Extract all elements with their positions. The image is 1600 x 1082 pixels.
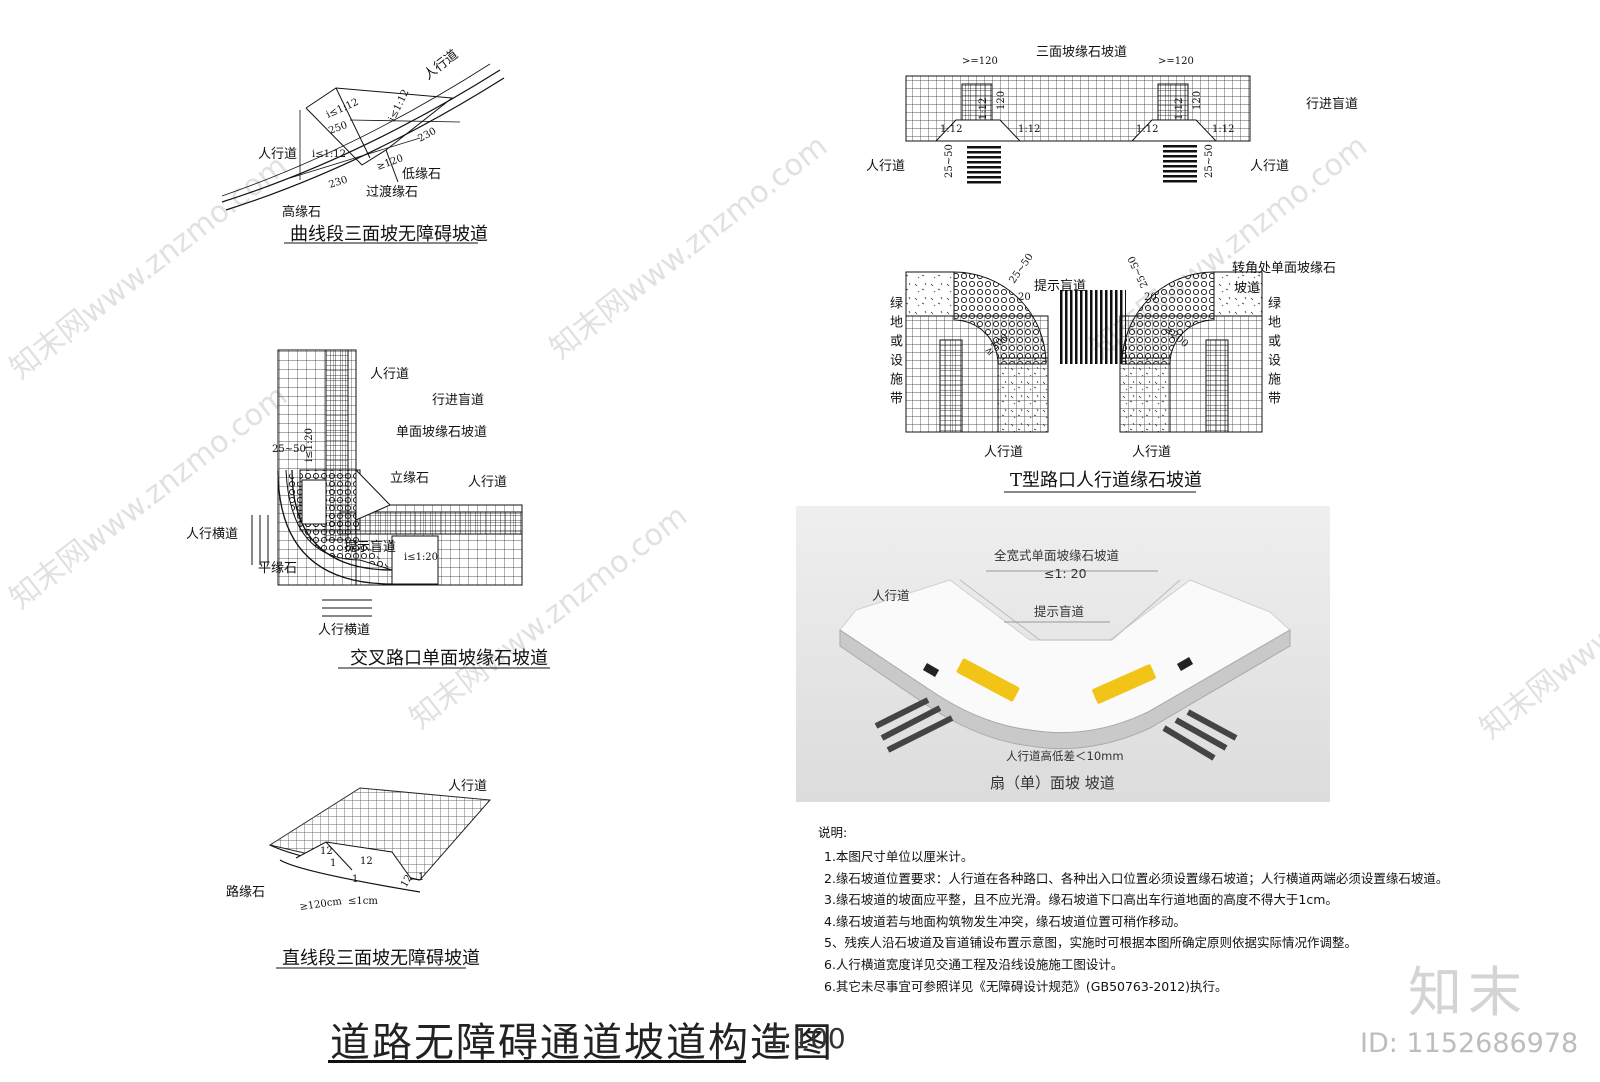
render-sidewalk: 人行道 xyxy=(872,588,910,603)
render-3d: 全宽式单面坡缘石坡道 ≤1: 20 人行道 提示盲道 人行道高低差＜10mm 扇… xyxy=(796,506,1330,802)
dim-v2550a: 25~50 xyxy=(944,144,955,178)
brand-id: ID: 1152686978 xyxy=(1360,1028,1579,1059)
note-item: 6.其它未尽事宜可参照详见《无障碍设计规范》(GB50763-2012)执行。 xyxy=(824,978,1228,994)
label-vertical-curb: 立缘石 xyxy=(390,471,429,486)
label-green-right-box: 绿地或设施带 xyxy=(1265,296,1280,410)
label-sidewalk-left: 人行道 xyxy=(984,445,1023,460)
dim-slope2: i≤1:12 xyxy=(387,88,412,123)
note-item: 3.缘石坡道的坡面应平整，且不应光滑。缘石坡道下口高出车行道地面的高度不得大于1… xyxy=(824,892,1338,908)
dim-25-50: 25~50 xyxy=(272,444,306,455)
notes-list: 1.本图尺寸单位以厘米计。 2.缘石坡道位置要求：人行道在各种路口、各种出入口位… xyxy=(824,846,1448,997)
dim-s5: 1:12 xyxy=(978,98,989,120)
caption-straight: 直线段三面坡无障碍坡道 xyxy=(282,948,480,969)
dim-s6: 1:12 xyxy=(1174,98,1185,120)
label-sidewalk-left: 人行道 xyxy=(866,159,905,174)
dim-12a: 12 xyxy=(320,846,333,857)
dim-1a: 1 xyxy=(330,858,336,869)
label-guide-path: 行进盲道 xyxy=(1306,96,1358,112)
notes-title: 说明: xyxy=(818,825,848,840)
dim-2550a: 25~50 xyxy=(1007,252,1035,286)
label-sidewalk-left: 人行道 xyxy=(258,147,297,162)
dim-v120b: 120 xyxy=(1192,91,1203,110)
label-crosswalk-left: 人行横道 xyxy=(186,527,238,542)
watermark: 知末网www.znzmo.com xyxy=(3,378,294,616)
label-corner-single: 转角处单面坡缘石 xyxy=(1232,261,1336,276)
label-warning-path: 提示盲道 xyxy=(1034,278,1086,294)
label-curb: 路缘石 xyxy=(226,884,265,900)
render-height-diff: 人行道高低差＜10mm xyxy=(1006,749,1124,763)
watermark: 知末网www.znzmo.com xyxy=(543,128,834,366)
dim-slope3: i≤1:12 xyxy=(312,149,346,160)
dim-s3: 1:12 xyxy=(1136,124,1158,135)
dim-slope-a: i≤1:20 xyxy=(304,428,315,462)
note-item: 4.缘石坡道若与地面构筑物发生冲突，缘石坡道位置可稍作移动。 xyxy=(824,913,1186,929)
page-title: 道路无障碍通道坡道构造图 xyxy=(330,1020,834,1066)
label-crosswalk-bottom: 人行横道 xyxy=(318,623,370,638)
label-three-slope-title: 三面坡缘石坡道 xyxy=(1036,45,1127,60)
note-item: 2.缘石坡道位置要求：人行道在各种路口、各种出入口位置必须设置缘石坡道；人行横道… xyxy=(824,870,1449,886)
dim-s2: 1:12 xyxy=(1018,124,1040,135)
diagram-straight: 人行道 路缘石 12 1 12 1 12 1 ≥120cm ≤1cm 直线段三面… xyxy=(226,779,492,969)
note-item: 6.人行横道宽度详见交通工程及沿线设施施工图设计。 xyxy=(824,956,1124,972)
label-transition-curb: 过渡缘石 xyxy=(366,184,418,200)
render-caption: 扇（单）面坡 坡道 xyxy=(990,774,1115,792)
label-sidewalk-right: 人行道 xyxy=(1250,159,1289,174)
label-flat-curb: 平缘石 xyxy=(258,561,297,576)
dim-s1: 1:12 xyxy=(940,124,962,135)
label-green-right: 绿地或设施带 xyxy=(1265,296,1280,410)
dim-slope-b: i≤1:20 xyxy=(404,552,438,563)
label-sidewalk-top: 人行道 xyxy=(421,47,461,83)
title-underline xyxy=(328,1060,746,1063)
watermark: 知末网www.znzmo.com xyxy=(1473,508,1600,746)
label-guide-path: 行进盲道 xyxy=(432,392,484,408)
dim-v120a: 120 xyxy=(996,91,1007,110)
render-warning: 提示盲道 xyxy=(1034,604,1085,619)
label-sidewalk-right: 人行道 xyxy=(1132,445,1171,460)
caption-cross: 交叉路口单面坡缘石坡道 xyxy=(350,648,548,669)
diagram-three-slope: 三面坡缘石坡道 行进盲道 人行道 人行道 >=120 >=120 25~50 2… xyxy=(866,45,1358,185)
dim-230b: 230 xyxy=(328,174,350,190)
dim-w120a: >=120 xyxy=(962,56,998,67)
dim-120: ≥120 xyxy=(375,153,405,173)
dim-s4: 1:12 xyxy=(1212,124,1234,135)
label-green-left: 绿地或设施带 xyxy=(887,296,902,410)
label-green-left-box: 绿地或设施带 xyxy=(887,296,902,410)
dim-230a: 230 xyxy=(416,126,438,145)
label-single-slope: 单面坡缘石坡道 xyxy=(396,425,487,440)
label-ramp: 坡道 xyxy=(1234,281,1260,296)
label-sidewalk: 人行道 xyxy=(448,779,487,794)
render-slope: ≤1: 20 xyxy=(1044,566,1087,581)
dim-1b: 1 xyxy=(352,874,358,885)
caption-t-junction: T型路口人行道缘石坡道 xyxy=(1010,470,1202,491)
label-low-curb: 低缘石 xyxy=(402,167,441,182)
render-title: 全宽式单面坡缘石坡道 xyxy=(994,548,1120,563)
brand-logo: 知末 xyxy=(1408,961,1528,1024)
label-sidewalk1: 人行道 xyxy=(370,367,409,382)
dim-2550b: 25~50 xyxy=(1126,254,1150,289)
dim-w120b: >=120 xyxy=(1158,56,1194,67)
caption-curve: 曲线段三面坡无障碍坡道 xyxy=(290,224,488,245)
watermark: 知末网www.znzmo.com xyxy=(3,148,294,386)
dim-20b: 20 xyxy=(1144,292,1157,303)
diagram-cross: 人行道 行进盲道 单面坡缘石坡道 立缘石 人行道 提示盲道 人行横道 平缘石 人… xyxy=(186,349,550,669)
dim-v2550b: 25~50 xyxy=(1204,144,1215,178)
dim-20a: 20 xyxy=(1018,292,1031,303)
note-item: 5、残疾人沿石坡道及盲道铺设布置示意图，实施时可根据本图所确定原则依据实际情况作… xyxy=(824,935,1357,951)
dim-width: ≥120cm xyxy=(299,896,343,913)
diagram-t-junction: 提示盲道 转角处单面坡缘石 坡道 人行道 人行道 绿地或设施带 绿地或设施带 2… xyxy=(887,252,1336,493)
label-high-curb: 高缘石 xyxy=(282,204,321,220)
label-warning-path: 提示盲道 xyxy=(344,539,396,555)
note-item: 1.本图尺寸单位以厘米计。 xyxy=(824,849,974,864)
label-sidewalk2: 人行道 xyxy=(468,475,507,490)
diagram-curve: 人行道 人行道 低缘石 过渡缘石 高缘石 250 230 230 ≥120 i≤… xyxy=(221,47,505,245)
dim-drop: ≤1cm xyxy=(348,896,378,907)
dim-12b: 12 xyxy=(360,856,373,867)
dim-250: 250 xyxy=(327,120,349,137)
dim-1c: 1 xyxy=(418,872,424,883)
scale-label: 1:100 xyxy=(765,1022,846,1055)
